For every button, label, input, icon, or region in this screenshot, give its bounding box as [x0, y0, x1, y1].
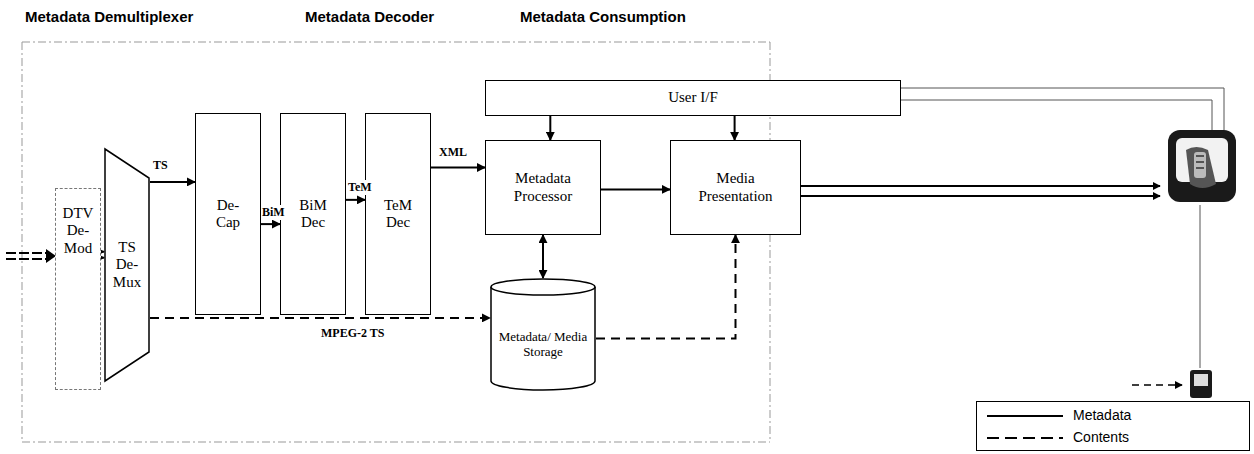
metadata-connector	[261, 224, 280, 225]
metadata-connector	[431, 167, 485, 168]
mobile-icon	[1190, 370, 1212, 398]
content-connector	[596, 235, 736, 338]
section-heading: Metadata Decoder	[305, 8, 434, 25]
process-box: Media Presentation	[670, 140, 801, 235]
edge-label: TeM	[347, 180, 373, 195]
node-text: BiM Dec	[293, 197, 333, 232]
edge-label: TS	[152, 158, 169, 173]
section-heading: Metadata Consumption	[520, 8, 686, 25]
legend-sample-dashed	[987, 437, 1063, 439]
legend-sample-solid	[987, 415, 1063, 417]
edge-label: MPEG-2 TS	[320, 326, 385, 341]
storage-cylinder: Metadata/ Media Storage	[490, 278, 596, 390]
process-box: BiM Dec	[280, 113, 346, 315]
node-text: DTV De- Mod	[58, 205, 98, 257]
edge-label: XML	[438, 145, 468, 160]
process-box: De- Cap	[195, 113, 261, 315]
metadata-connector	[601, 189, 670, 190]
mobile-arrow	[1132, 384, 1182, 386]
section-heading: Metadata Demultiplexer	[25, 8, 193, 25]
edge-label: BiM	[261, 205, 286, 220]
input-arrow	[6, 249, 56, 263]
demux-trapezoid: TS De- Mux	[104, 148, 150, 382]
process-box: User I/F	[485, 80, 901, 116]
feedback-lines	[901, 88, 1224, 368]
metadata-connector	[346, 199, 365, 200]
node-text: User I/F	[543, 89, 843, 106]
metadata-connector	[101, 252, 104, 258]
legend-box: MetadataContents	[976, 401, 1250, 451]
content-connector	[150, 317, 490, 318]
node-text: Metadata Processor	[493, 170, 593, 205]
node-text: Metadata/ Media Storage	[498, 330, 588, 360]
process-box: Metadata Processor	[485, 140, 601, 235]
metadata-connector	[734, 116, 735, 140]
process-box: TeM Dec	[365, 113, 431, 315]
legend-text: Metadata	[1073, 407, 1131, 423]
output-arrows	[801, 186, 1160, 196]
node-text: Media Presentation	[686, 170, 786, 205]
metadata-connector	[550, 116, 551, 140]
node-text: De- Cap	[208, 197, 248, 232]
tv-icon	[1168, 130, 1236, 202]
node-text: TS De- Mux	[107, 239, 147, 291]
node-text: TeM Dec	[378, 197, 418, 232]
metadata-connector	[150, 181, 195, 182]
metadata-connector	[543, 235, 544, 278]
process-box: DTV De- Mod	[55, 188, 101, 390]
legend-text: Contents	[1073, 429, 1129, 445]
